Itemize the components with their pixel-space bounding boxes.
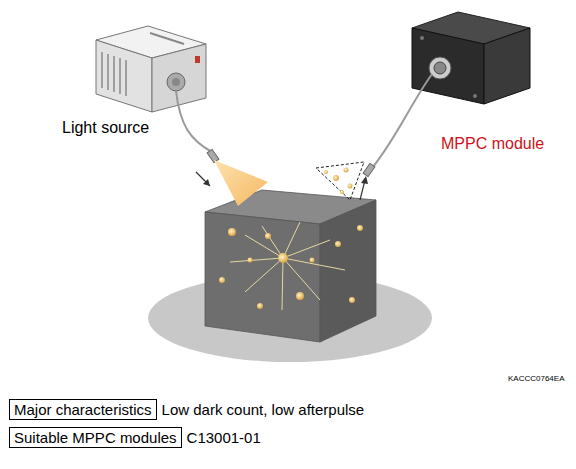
box-text: Major characteristics xyxy=(14,401,152,418)
box-text: Suitable MPPC modules xyxy=(14,429,177,446)
light-source-device xyxy=(96,26,268,206)
sample-cube xyxy=(205,190,376,342)
mppc-module-device xyxy=(316,12,530,200)
drawing-code: KACCC0764EA xyxy=(508,374,564,383)
characteristic-box: Major characteristics xyxy=(9,399,157,420)
device-label: MPPC module xyxy=(441,135,544,153)
characteristic-value: Low dark count, low afterpulse xyxy=(162,401,365,418)
characteristic-box: Suitable MPPC modules xyxy=(9,427,182,448)
device-label: Light source xyxy=(62,119,149,137)
characteristic-value: C13001-01 xyxy=(187,429,261,446)
